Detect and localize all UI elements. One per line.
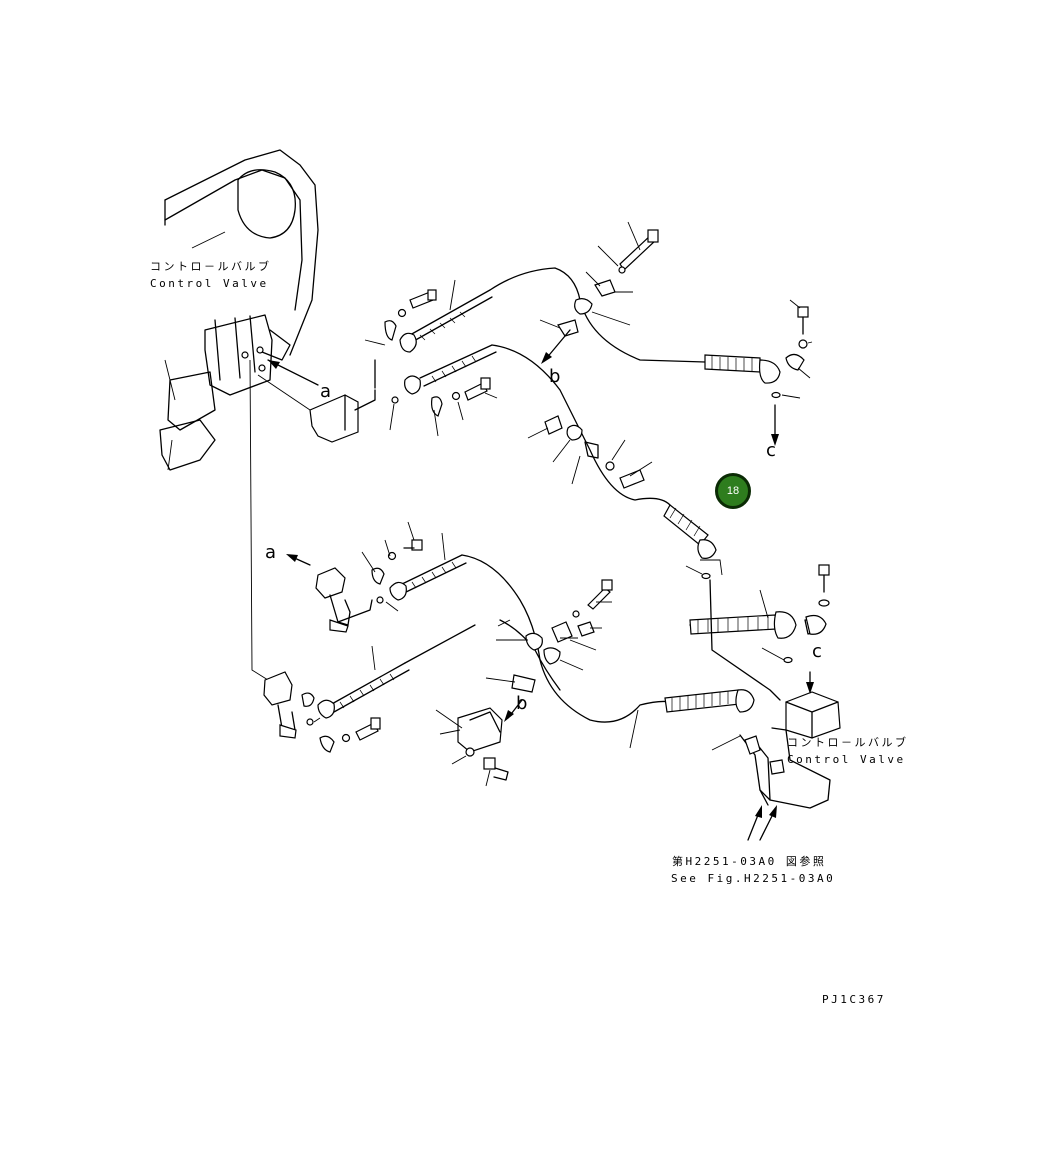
control-valve-label-jp-bottom: コントロ－ルバルブ [787,736,909,749]
reference-marker-a: a [265,542,277,563]
upper-hose-assembly [257,221,813,576]
control-valve-assembly-top [159,149,319,471]
reference-marker-a: a [320,381,332,402]
part-callout-18[interactable]: 18 [715,473,751,509]
reference-marker-c: c [766,440,776,461]
reference-marker-b: b [549,366,561,387]
control-valve-label-jp-top: コントロ－ルバルブ [150,260,272,273]
reference-marker-b: b [516,693,528,714]
control-valve-label-en-top: Control Valve [150,277,269,290]
see-figure-label-jp: 第H2251-03A0 図参照 [672,855,827,868]
control-valve-assembly-bottom [709,564,841,841]
reference-marker-c: c [812,641,822,662]
lower-hose-assembly [263,521,797,787]
control-valve-label-en-bottom: Control Valve [787,753,906,766]
see-figure-label-en: See Fig.H2251-03A0 [671,872,836,885]
drawing-code: PJ1C367 [822,993,886,1006]
